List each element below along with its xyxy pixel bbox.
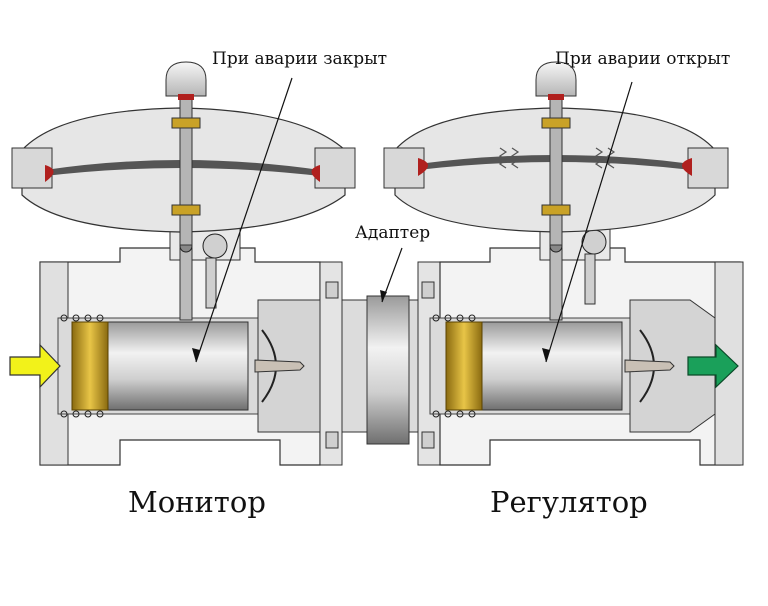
adapter-bolt-bottom-left: [325, 431, 339, 449]
regulator-stem-nut-bottom: [541, 204, 571, 216]
regulator-seal-right: [682, 158, 692, 176]
monitor-seal-left: [45, 165, 54, 182]
inlet-arrow-icon: [9, 343, 61, 389]
monitor-spring: [60, 314, 104, 418]
regulator-neck-shaft: [549, 247, 563, 321]
monitor-sleeve: [107, 321, 249, 411]
monitor-flange-right: [314, 147, 356, 189]
monitor-neck-shaft: [179, 247, 193, 321]
monitor-top-dome: [165, 61, 207, 97]
regulator-brass-ring: [445, 321, 483, 411]
monitor-dome-cap: [178, 94, 194, 100]
monitor-stem-nut-top: [171, 117, 201, 129]
monitor-linkage-pivot: [202, 233, 228, 259]
monitor-valve: [11, 61, 356, 466]
monitor-closed-label: При аварии закрыт: [212, 49, 387, 69]
regulator-pilot-stem: [624, 359, 675, 373]
monitor-stem-nut-bottom: [171, 204, 201, 216]
regulator-leader-arrowhead: [542, 348, 550, 362]
regulator-dome-cap: [548, 94, 564, 100]
regulator-title: Регулятор: [490, 485, 648, 519]
regulator-linkage-bar: [584, 253, 596, 305]
adapter-section: [319, 261, 441, 466]
regulator-open-label: При аварии открыт: [555, 49, 730, 69]
outlet-arrow-icon: [687, 343, 739, 389]
regulator-stem-nut-top: [541, 117, 571, 129]
regulator-diaphragm-springs: [498, 147, 616, 169]
regulator-diaphragm: [418, 155, 692, 170]
monitor-brass-ring: [71, 321, 109, 411]
regulator-sleeve: [481, 321, 623, 411]
adapter-ring: [366, 295, 410, 445]
regulator-flange-left: [383, 147, 425, 189]
regulator-flange-right: [687, 147, 729, 189]
monitor-linkage-bar: [205, 257, 217, 309]
regulator-top-dome: [535, 61, 577, 97]
monitor-pilot-stem: [254, 359, 305, 373]
adapter-label: Адаптер: [355, 223, 430, 243]
adapter-bolt-top-right: [421, 281, 435, 299]
adapter-leader-arrowhead: [380, 290, 387, 302]
monitor-leader-line: [195, 77, 293, 363]
adapter-bolt-top-left: [325, 281, 339, 299]
regulator-leader-line: [545, 81, 633, 363]
monitor-seal-right: [311, 165, 320, 182]
monitor-leader-arrowhead: [192, 348, 200, 362]
adapter-bolt-bottom-right: [421, 431, 435, 449]
monitor-title: Монитор: [128, 485, 266, 519]
regulator-spring: [432, 314, 476, 418]
regulator-seal-left: [418, 158, 428, 176]
